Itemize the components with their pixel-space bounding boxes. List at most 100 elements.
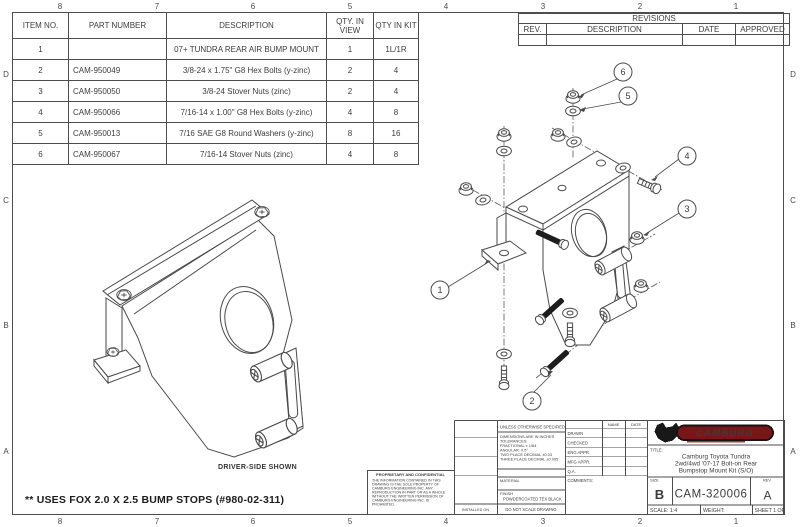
proprietary-line: WITHOUT THE WRITTEN PERMISSION OF (372, 495, 445, 499)
cell-qty-kit: 4 (373, 80, 419, 102)
balloon-number: 4 (684, 151, 689, 161)
proprietary-line: PROHIBITED. (372, 503, 395, 507)
balloon-number: 5 (625, 91, 630, 101)
approval-label: MFG APPR. (568, 459, 591, 464)
proprietary-title: PROPRIETARY AND CONFIDENTIAL (376, 472, 445, 477)
zone-label-right: A (790, 447, 796, 456)
proprietary-note: PROPRIETARY AND CONFIDENTIAL THE INFORMA… (372, 472, 446, 507)
zone-label-bottom: 3 (540, 517, 546, 526)
col-header-part: PART NUMBER (68, 12, 167, 39)
balloon-6: 6 (613, 62, 633, 82)
cell-qty-kit: 16 (373, 122, 419, 144)
size-label: SIZE (650, 478, 659, 483)
cell-desc: 07+ TUNDRA REAR AIR BUMP MOUNT (166, 38, 327, 60)
zone-label-top: 3 (540, 2, 546, 11)
balloon-5: 5 (618, 86, 638, 106)
approval-label: Q.A. (568, 469, 576, 474)
zone-label-left: A (3, 447, 9, 456)
parts-table-header-row: ITEM NO. PART NUMBER DESCRIPTION QTY. IN… (12, 12, 419, 39)
rev-empty-cell (735, 34, 790, 46)
title-label: TITLE: (650, 448, 663, 453)
cell-qty-kit: 8 (373, 101, 419, 123)
zone-label-right: C (790, 196, 796, 205)
table-row: 4 CAM-950066 7/16-14 x 1.00" G8 Hex Bolt… (12, 101, 419, 123)
proprietary-line: CAMBURG ENGINEERING INC. IS (372, 499, 430, 503)
zone-label-top: 2 (637, 2, 643, 11)
revisions-header-row: REV. DESCRIPTION DATE APPROVED (518, 23, 790, 35)
camburg-logo: CAMBURG (654, 422, 774, 443)
cell-desc: 7/16-14 Stover Nuts (zinc) (166, 143, 327, 165)
revisions-table: REVISIONS REV. DESCRIPTION DATE APPROVED (518, 13, 790, 46)
revisions-title: REVISIONS (518, 13, 790, 24)
balloon-number: 3 (684, 204, 689, 214)
size-value: B (655, 487, 664, 502)
proprietary-line: DRAWING IS THE SOLE PROPERTY OF (372, 483, 440, 487)
title-block: PROPRIETARY AND CONFIDENTIAL THE INFORMA… (367, 420, 785, 515)
title-area: TITLE: Camburg Toyota Tundra 2wd/4wd '07… (650, 448, 785, 515)
cell-item: 4 (12, 101, 69, 123)
rev-col-header: APPROVED (735, 23, 790, 35)
exploded-view: 6 5 4 3 1 2 (430, 62, 697, 411)
table-row: 3 CAM-950050 3/8-24 Stover Nuts (zinc) 2… (12, 80, 419, 102)
cell-qty-kit: 8 (373, 143, 419, 165)
tolerance-line: TOLERANCES: (500, 439, 527, 444)
cell-qty-view: 1 (326, 38, 374, 60)
tolerance-line: TWO PLACE DECIMAL ±0.03 (500, 452, 552, 457)
revisions-empty-row (518, 34, 790, 46)
zone-label-top: 1 (733, 2, 739, 11)
installed-on-label: INSTALLED ON (462, 508, 489, 512)
cell-qty-view: 2 (326, 59, 374, 81)
proprietary-line: REPRODUCTION IN PART OR AS A WHOLE (372, 491, 446, 495)
approval-label: COMMENTS: (568, 478, 594, 483)
tolerance-line: THREE PLACE DECIMAL ±0.005 (500, 457, 558, 462)
zone-label-bottom: 1 (733, 517, 739, 526)
bracket-assembled-drawing (93, 199, 304, 458)
do-not-scale-label: DO NOT SCALE DRAWING (505, 507, 556, 512)
title-block-grid (367, 420, 785, 515)
drawing-number: CAM-320006 (675, 489, 748, 501)
bump-stop-note: ** USES FOX 2.0 X 2.5 BUMP STOPS (#980-0… (25, 494, 285, 506)
tolerance-line: DIMENSIONS ARE IN INCHES (500, 434, 555, 439)
cell-item: 1 (12, 38, 69, 60)
cell-qty-view: 8 (326, 122, 374, 144)
proprietary-line: THE INFORMATION CONTAINED IN THIS (372, 479, 441, 483)
logo-wordmark: CAMBURG (696, 428, 754, 439)
cell-part: CAM-950067 (68, 143, 167, 165)
table-row: 6 CAM-950067 7/16-14 Stover Nuts (zinc) … (12, 143, 419, 165)
approval-label: DRAWN (568, 431, 584, 436)
col-header-qty-kit: QTY IN KIT (373, 12, 419, 39)
unless-otherwise-label: UNLESS OTHERWISE SPECIFIED: (500, 425, 566, 430)
tolerance-block: UNLESS OTHERWISE SPECIFIED: DIMENSIONS A… (462, 425, 566, 513)
cell-qty-view: 2 (326, 80, 374, 102)
table-row: 1 07+ TUNDRA REAR AIR BUMP MOUNT 1 1L/1R (12, 38, 419, 60)
zone-label-top: 4 (443, 2, 449, 11)
cell-qty-view: 4 (326, 101, 374, 123)
col-header-qty-view: QTY. IN VIEW (326, 12, 374, 39)
balloon-4: 4 (677, 146, 697, 166)
sheet-count: SHEET 1 OF 1 (755, 508, 786, 514)
cell-item: 5 (12, 122, 69, 144)
name-col-header: NAME (608, 422, 620, 427)
cell-part: CAM-950066 (68, 101, 167, 123)
tolerance-line: FRACTIONAL ± 1/64 (500, 443, 537, 448)
cell-qty-kit: 1L/1R (373, 38, 419, 60)
cell-item: 3 (12, 80, 69, 102)
rev-col-header: DESCRIPTION (546, 23, 683, 35)
cell-item: 6 (12, 143, 69, 165)
title-line: Camburg Toyota Tundra (682, 454, 751, 461)
cell-item: 2 (12, 59, 69, 81)
finish-value: POWDERCOATED TEX BLACK (503, 497, 562, 502)
bracket-exploded-drawing (458, 88, 663, 391)
zone-label-bottom: 6 (250, 517, 256, 526)
title-line: Bumpstop Mount Kit (S/O) (679, 468, 754, 475)
zone-label-left: B (3, 321, 9, 330)
rev-col-header: REV. (518, 23, 547, 35)
zone-label-bottom: 5 (347, 517, 353, 526)
zone-label-left: C (3, 196, 9, 205)
cell-qty-view: 4 (326, 143, 374, 165)
col-header-item: ITEM NO. (12, 12, 69, 39)
zone-label-bottom: 8 (57, 517, 63, 526)
approval-label: CHECKED (568, 440, 588, 445)
scale-value: SCALE: 1:4 (650, 508, 677, 514)
rev-empty-cell (546, 34, 683, 46)
